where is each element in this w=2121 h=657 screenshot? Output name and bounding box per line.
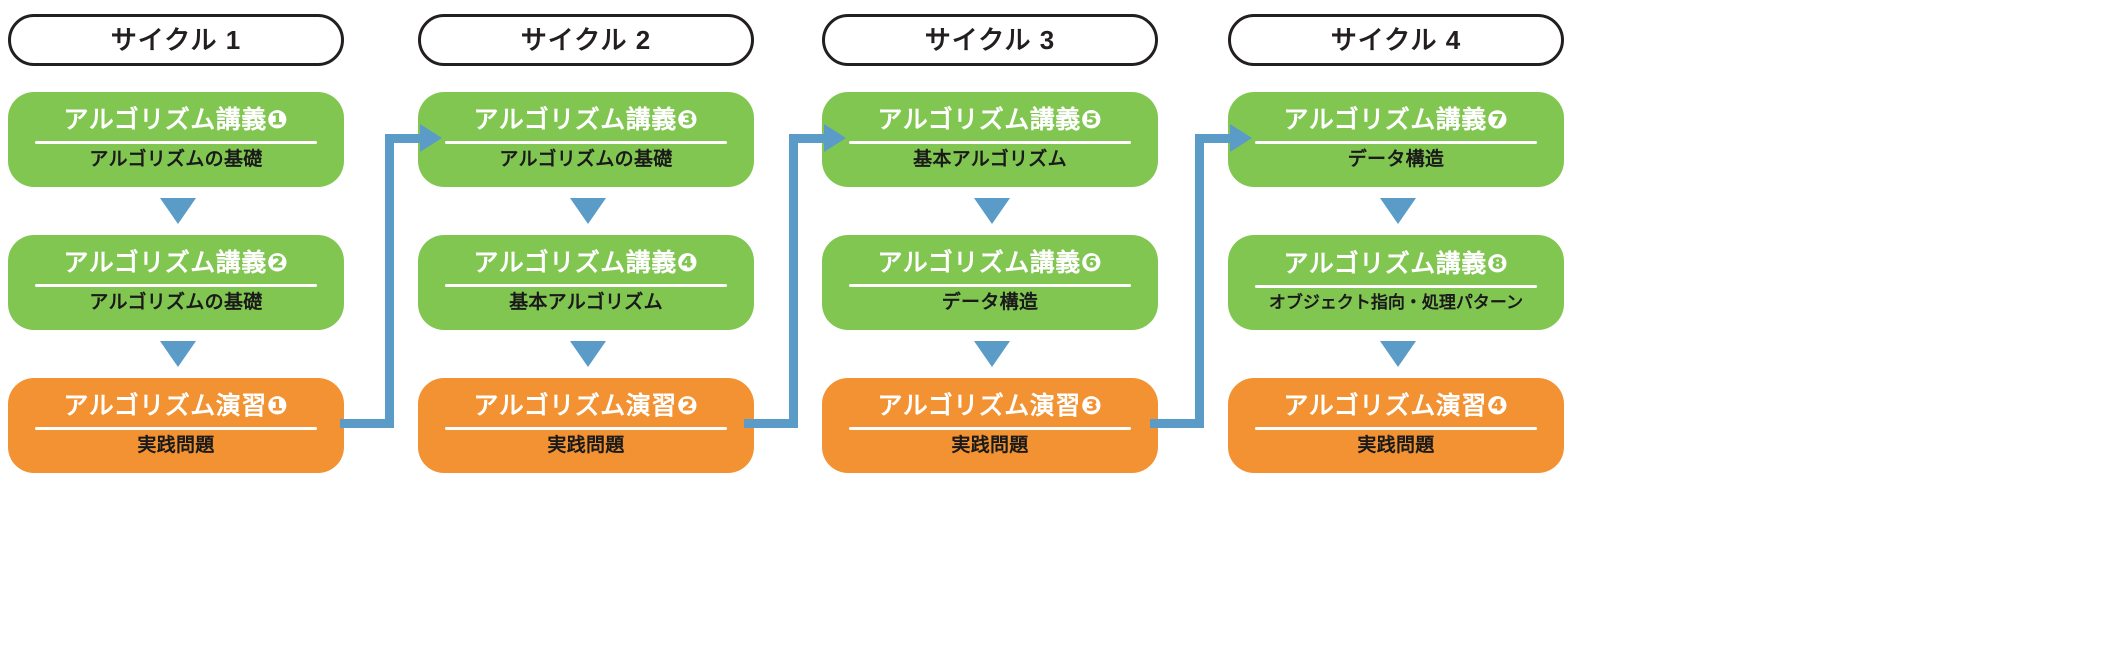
node-divider [1255,284,1537,288]
down-triangle-icon [1380,198,1416,224]
node-subtitle: アルゴリズムの基礎 [499,148,673,170]
node-subtitle: アルゴリズムの基礎 [89,291,263,313]
node-lecture-2[interactable]: アルゴリズム講義❷ アルゴリズムの基礎 [8,235,344,330]
down-triangle-icon [160,198,196,224]
down-triangle-icon [974,198,1010,224]
node-subtitle: アルゴリズムの基礎 [89,148,263,170]
node-exercise-2[interactable]: アルゴリズム演習❷ 実践問題 [418,378,754,473]
node-title: アルゴリズム演習❶ [63,392,289,421]
node-lecture-7[interactable]: アルゴリズム講義❼ データ構造 [1228,92,1564,187]
node-divider [849,140,1131,144]
cycle-header-label: サイクル 2 [520,25,652,55]
node-title: アルゴリズム講義❷ [63,249,289,278]
node-subtitle: 実践問題 [137,434,215,456]
node-divider [445,426,727,430]
node-title: アルゴリズム講義❽ [1283,250,1509,279]
node-title: アルゴリズム講義❸ [473,106,699,135]
cycle-header-3: サイクル 3 [822,14,1158,66]
down-triangle-icon [570,341,606,367]
node-lecture-4[interactable]: アルゴリズム講義❹ 基本アルゴリズム [418,235,754,330]
down-triangle-icon [1380,341,1416,367]
node-subtitle: 実践問題 [951,434,1029,456]
down-triangle-icon [974,341,1010,367]
node-exercise-1[interactable]: アルゴリズム演習❶ 実践問題 [8,378,344,473]
node-title: アルゴリズム講義❻ [877,249,1103,278]
node-title: アルゴリズム講義❼ [1283,106,1509,135]
cycle-header-2: サイクル 2 [418,14,754,66]
node-subtitle: データ構造 [941,291,1039,313]
cycle-column-3: サイクル 3 アルゴリズム講義❺ 基本アルゴリズム アルゴリズム講義❻ データ構… [822,0,1282,657]
cycle-column-1: サイクル 1 アルゴリズム講義❶ アルゴリズムの基礎 アルゴリズム講義❷ アルゴ… [8,0,468,657]
node-exercise-3[interactable]: アルゴリズム演習❸ 実践問題 [822,378,1158,473]
node-exercise-4[interactable]: アルゴリズム演習❹ 実践問題 [1228,378,1564,473]
cycle-header-1: サイクル 1 [8,14,344,66]
node-title: アルゴリズム講義❶ [63,106,289,135]
node-subtitle: 実践問題 [1357,434,1435,456]
node-divider [445,140,727,144]
node-lecture-3[interactable]: アルゴリズム講義❸ アルゴリズムの基礎 [418,92,754,187]
cycle-header-label: サイクル 3 [924,25,1056,55]
node-divider [35,140,317,144]
cycle-header-label: サイクル 4 [1330,25,1462,55]
node-divider [35,426,317,430]
node-title: アルゴリズム講義❹ [473,249,699,278]
node-divider [1255,426,1537,430]
node-divider [849,426,1131,430]
node-title: アルゴリズム講義❺ [877,106,1103,135]
node-divider [1255,140,1537,144]
node-title: アルゴリズム演習❹ [1283,392,1509,421]
node-subtitle: データ構造 [1347,148,1445,170]
node-subtitle: 実践問題 [547,434,625,456]
down-triangle-icon [570,198,606,224]
node-subtitle: 基本アルゴリズム [509,291,663,313]
node-title: アルゴリズム演習❸ [877,392,1103,421]
node-lecture-1[interactable]: アルゴリズム講義❶ アルゴリズムの基礎 [8,92,344,187]
node-title: アルゴリズム演習❷ [473,392,699,421]
cycle-column-4: サイクル 4 アルゴリズム講義❼ データ構造 アルゴリズム講義❽ オブジェクト指… [1228,0,1688,657]
cycle-column-2: サイクル 2 アルゴリズム講義❸ アルゴリズムの基礎 アルゴリズム講義❹ 基本ア… [418,0,878,657]
node-divider [445,283,727,287]
down-triangle-icon [160,341,196,367]
node-divider [849,283,1131,287]
node-subtitle: 基本アルゴリズム [913,148,1067,170]
cycle-header-label: サイクル 1 [110,25,242,55]
cycle-header-4: サイクル 4 [1228,14,1564,66]
node-lecture-8[interactable]: アルゴリズム講義❽ オブジェクト指向・処理パターン [1228,235,1564,330]
node-subtitle: オブジェクト指向・処理パターン [1268,292,1524,312]
node-lecture-5[interactable]: アルゴリズム講義❺ 基本アルゴリズム [822,92,1158,187]
node-lecture-6[interactable]: アルゴリズム講義❻ データ構造 [822,235,1158,330]
node-divider [35,283,317,287]
